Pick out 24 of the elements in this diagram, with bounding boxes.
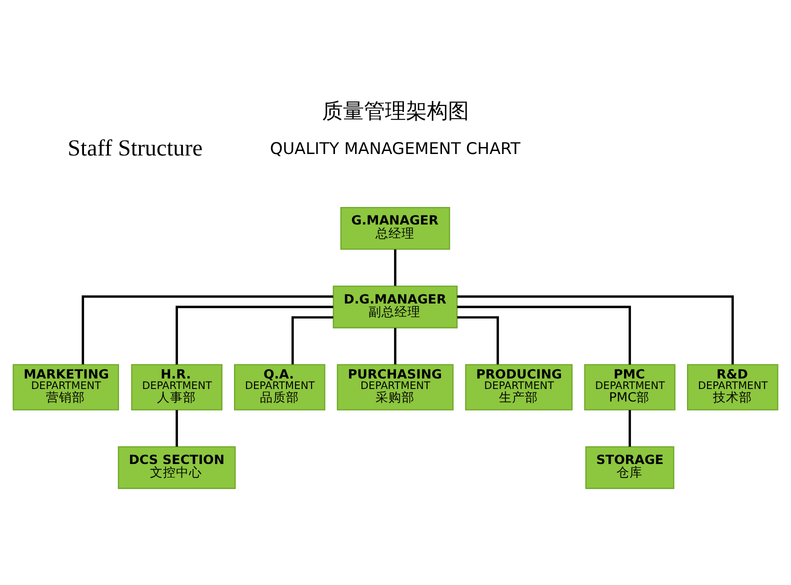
node-box: MARKETING DEPARTMENT 营销部 — [12, 364, 120, 410]
connector — [292, 316, 334, 364]
connector — [628, 410, 631, 447]
node-box: STORAGE 仓库 — [585, 446, 674, 489]
node-box: PURCHASING DEPARTMENT 采购部 — [336, 364, 454, 410]
connector — [457, 306, 631, 364]
node-box: R&D DEPARTMENT 技术部 — [687, 364, 778, 410]
connector — [457, 316, 499, 364]
diagram-title: 质量管理架构图 — [322, 98, 470, 123]
connector — [176, 410, 178, 447]
node-box: PRODUCING DEPARTMENT 生产部 — [465, 364, 573, 410]
connector — [82, 295, 334, 364]
node-box: D.G.MANAGER 副总经理 — [332, 286, 458, 328]
node-box: H.R. DEPARTMENT 人事部 — [131, 364, 222, 410]
node-box: G.MANAGER 总经理 — [340, 206, 450, 250]
connector — [176, 306, 334, 364]
connector — [394, 328, 396, 364]
connector — [394, 249, 396, 286]
label: QUALITY MANAGEMENT CHART — [270, 139, 520, 158]
node-box: Q.A. DEPARTMENT 品质部 — [234, 364, 326, 410]
node-box: PMC DEPARTMENT PMC部 — [584, 364, 676, 410]
label: Staff Structure — [68, 134, 203, 161]
node-box: DCS SECTION 文控中心 — [118, 446, 236, 489]
connector — [457, 295, 734, 364]
